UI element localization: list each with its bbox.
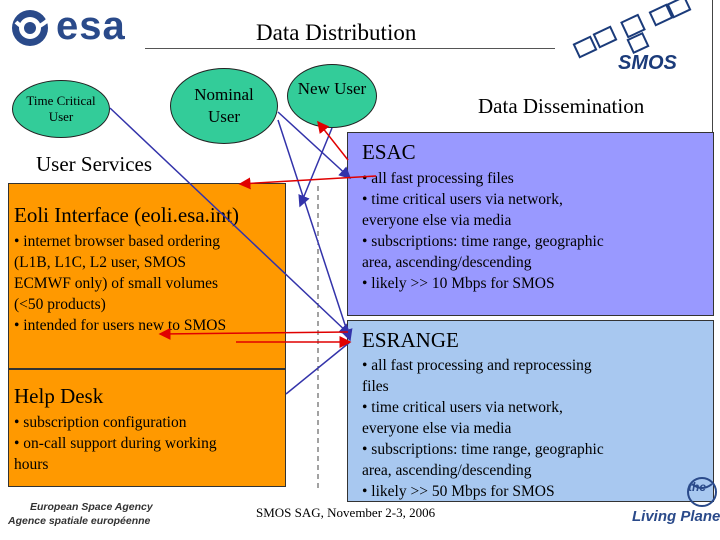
eoli-bullet: • internet browser based ordering (14, 233, 220, 250)
esac-bullet: • subscriptions: time range, geographic (362, 233, 604, 250)
esrange-title: ESRANGE (362, 328, 459, 352)
esa-globe-icon (12, 10, 50, 46)
esac-bullet: everyone else via media (362, 212, 512, 229)
eoli-title: Eoli Interface (eoli.esa.int) (14, 203, 240, 227)
right-border-line (712, 0, 713, 140)
living-planet-logo: the Living Planet (626, 470, 720, 538)
esac-title: ESAC (362, 140, 416, 164)
new-user-label: New User (297, 79, 367, 98)
helpdesk-box (8, 369, 286, 487)
meeting-footer: SMOS SAG, November 2-3, 2006 (256, 505, 436, 520)
living-planet-the: the (688, 480, 706, 494)
esac-bullet: • likely >> 10 Mbps for SMOS (362, 275, 555, 292)
page-title: Data Distribution (256, 20, 417, 45)
esac-box (347, 132, 714, 316)
esrange-bullet: • all fast processing and reprocessing (362, 357, 592, 374)
new-user-ellipse: New User (287, 64, 377, 128)
esac-bullet: area, ascending/descending (362, 254, 532, 271)
nominal-user-label: Nominal User (194, 85, 254, 126)
helpdesk-bullet: hours (14, 456, 49, 473)
helpdesk-title: Help Desk (14, 384, 104, 408)
esa-logo: esa (8, 4, 148, 50)
smos-logo: SMOS (560, 0, 720, 82)
smos-logo-text: SMOS (618, 52, 677, 74)
esrange-bullet: files (362, 378, 389, 395)
esac-bullet: • time critical users via network, (362, 191, 563, 208)
esac-bullets: • all fast processing files • time criti… (362, 168, 604, 294)
blue-arrow (298, 127, 333, 208)
eoli-bullet: ECMWF only) of small volumes (14, 275, 219, 292)
eoli-bullet: • intended for users new to SMOS (14, 317, 227, 334)
esrange-bullet: area, ascending/descending (362, 462, 532, 479)
esrange-bullets: • all fast processing and reprocessing f… (362, 355, 604, 502)
esa-logo-text: esa (56, 4, 126, 48)
esrange-box (347, 320, 714, 502)
agency-name-en: European Space Agency (30, 501, 153, 513)
eoli-bullets: • internet browser based ordering (L1B, … (14, 231, 226, 336)
esac-bullet: • all fast processing files (362, 170, 514, 187)
helpdesk-bullet: • subscription configuration (14, 414, 187, 431)
time-critical-user-label: Time Critical User (26, 93, 96, 124)
data-dissemination-title: Data Dissemination (478, 94, 645, 118)
helpdesk-bullet: • on-call support during working (14, 435, 217, 452)
eoli-bullet: (<50 products) (14, 296, 106, 313)
time-critical-user-ellipse: Time Critical User (12, 80, 110, 138)
helpdesk-bullets: • subscription configuration • on-call s… (14, 412, 217, 475)
eoli-bullet: (L1B, L1C, L2 user, SMOS (14, 254, 187, 271)
blue-arrow (285, 341, 351, 395)
earth-icon (687, 477, 717, 507)
user-services-title: User Services (36, 152, 153, 176)
blue-arrow (277, 119, 353, 342)
agency-name-fr: Agence spatiale européenne (8, 515, 151, 527)
esrange-bullet: • time critical users via network, (362, 399, 563, 416)
esrange-bullet: • likely >> 50 Mbps for SMOS (362, 483, 555, 500)
header-divider (145, 48, 555, 49)
living-planet-text: Living Planet (632, 508, 720, 525)
esrange-bullet: • subscriptions: time range, geographic (362, 441, 604, 458)
satellite-icon (572, 0, 692, 59)
nominal-user-ellipse: Nominal User (170, 68, 278, 144)
esrange-bullet: everyone else via media (362, 420, 512, 437)
